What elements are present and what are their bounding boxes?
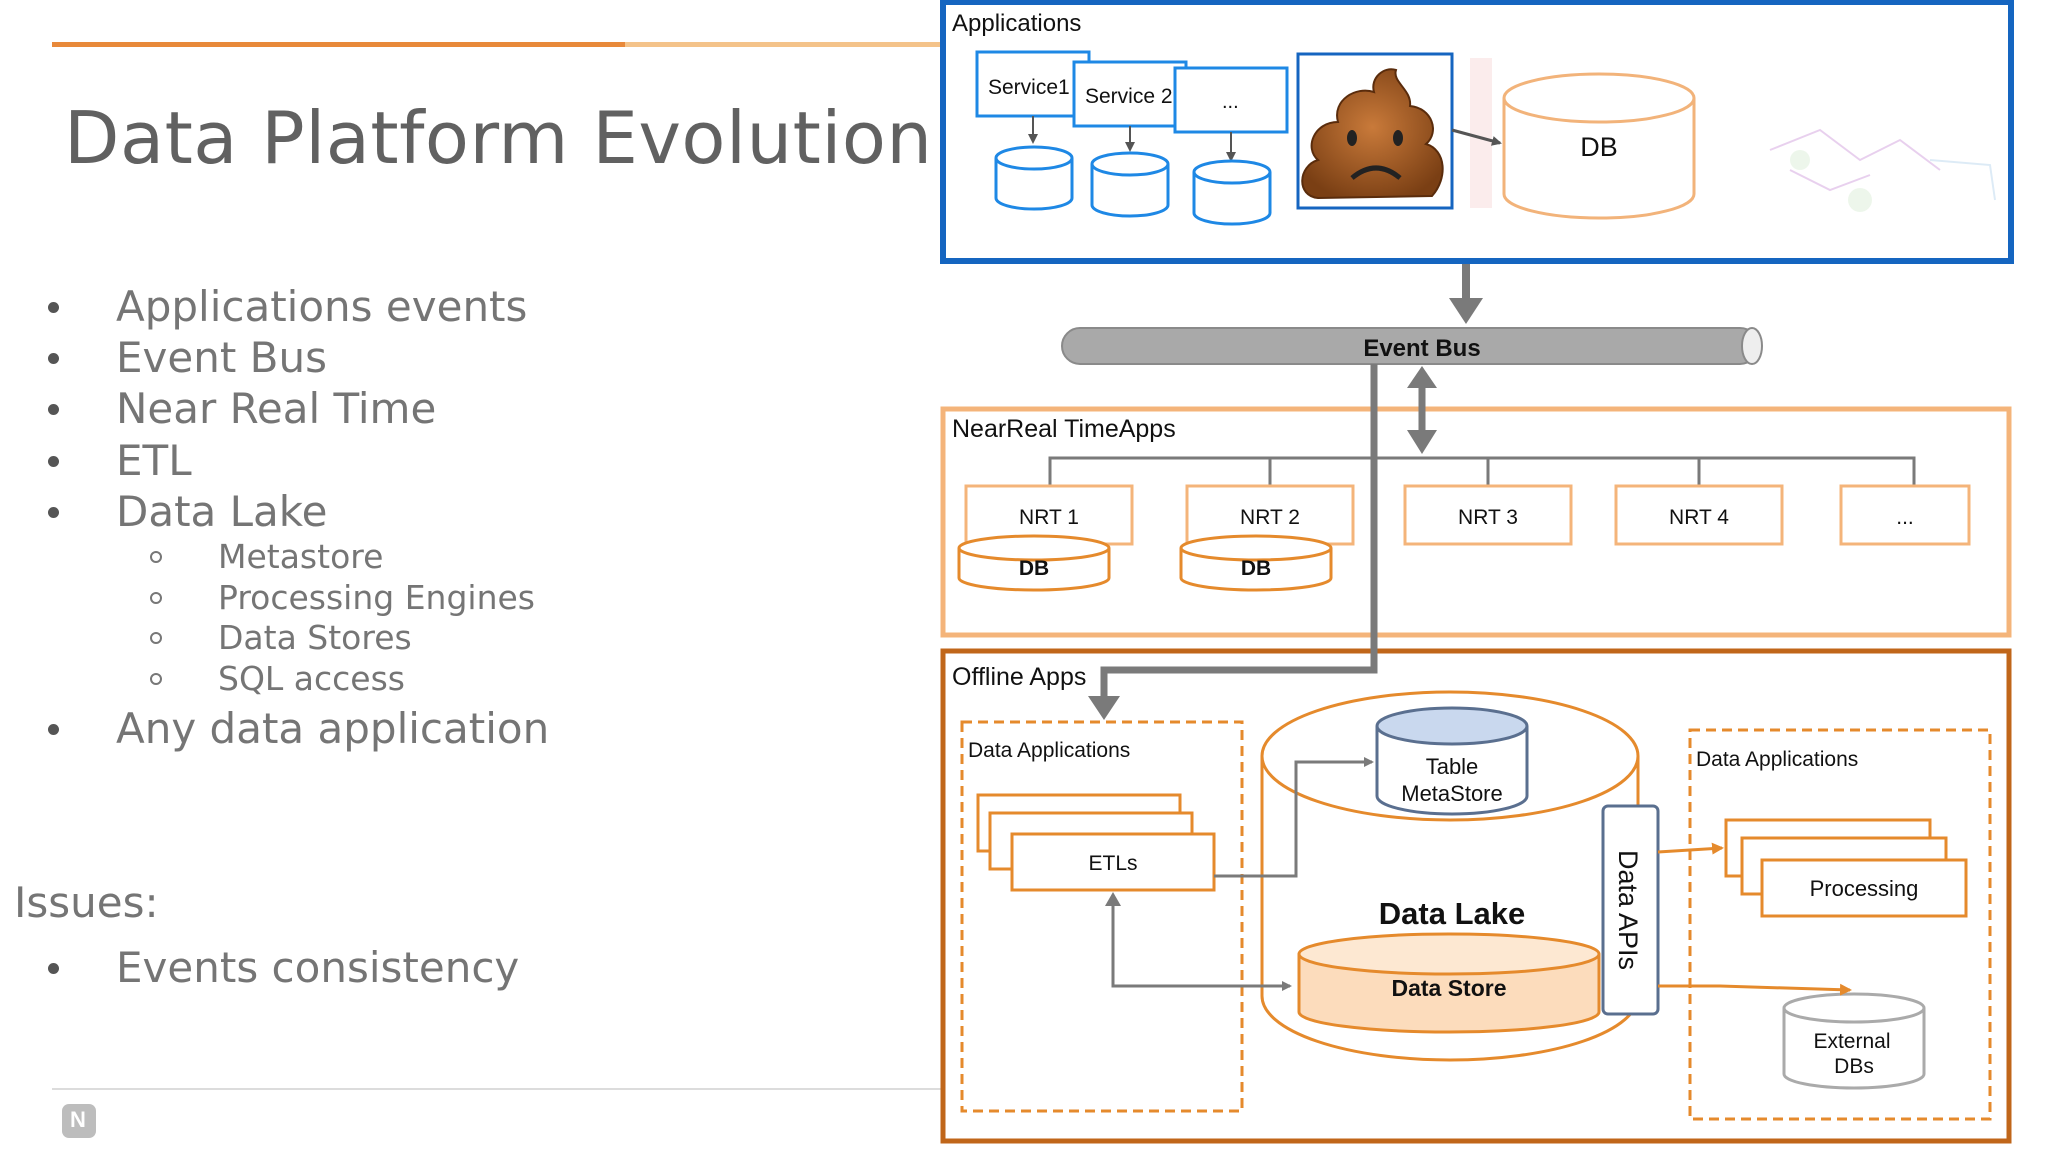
applications-box: [940, 0, 2014, 264]
data-apis-box: Data APIs: [1601, 804, 1660, 1016]
service-label: ...: [1222, 91, 1239, 113]
nrt-app-label: NRT 1: [1019, 506, 1079, 529]
event-bus-to-offline-line: [1100, 364, 1378, 700]
top-accent-line-orange: [52, 42, 625, 47]
right-data-applications-group: [1688, 728, 1992, 1121]
service-box: ...: [1173, 66, 1289, 134]
sub-bullet-item: Data Stores: [218, 618, 412, 657]
left-data-applications-group: [960, 720, 1244, 1113]
bullet-item: Data Lake: [116, 487, 328, 536]
arrow: [1451, 128, 1502, 146]
bullet-item: Near Real Time: [116, 384, 437, 433]
db-label: DB: [1580, 132, 1618, 162]
nrt-app-label: NRT 2: [1240, 506, 1300, 529]
bullet-dot: [48, 302, 59, 313]
service-db-cylinder: [1090, 151, 1170, 218]
issue-item: Events consistency: [116, 943, 520, 992]
service-label: Service 2: [1085, 85, 1173, 108]
bullet-dot: [48, 963, 59, 974]
nrt-app-box: ...: [1839, 484, 1971, 546]
nrt-app-box: NRT 2: [1185, 484, 1355, 546]
sub-bullet-ring: [150, 632, 162, 644]
db-label: DB: [1019, 557, 1049, 580]
bullet-dot: [48, 353, 59, 364]
nrt-db-cylinder: DB: [957, 534, 1111, 592]
service-db-cylinder: [1192, 159, 1272, 226]
nrt-app-box: NRT 1: [964, 484, 1134, 546]
apis-to-external-dbs-arrow: [1658, 983, 1852, 996]
apis-to-processing-arrow: [1657, 842, 1724, 855]
data-store-label: Data Store: [1391, 975, 1506, 1001]
nrt-app-label: NRT 3: [1458, 506, 1518, 529]
arrowhead: [1088, 696, 1120, 720]
bullet-dot: [48, 724, 59, 735]
service-box: Service1: [975, 50, 1091, 118]
right-group-label: Data Applications: [1696, 748, 1858, 771]
external-dbs-cylinder: External DBs: [1782, 992, 1926, 1090]
bullet-item: Any data application: [116, 704, 550, 753]
sub-bullet-ring: [150, 551, 162, 563]
etl-label: ETLs: [1088, 852, 1137, 875]
etl-to-data-store-arrow: [1111, 900, 1292, 991]
sub-bullet-ring: [150, 673, 162, 685]
service-box: Service 2: [1072, 60, 1188, 128]
nrt-db-cylinder: DB: [1179, 534, 1333, 592]
arrowhead: [1407, 366, 1437, 388]
metastore-label: MetaStore: [1401, 781, 1503, 806]
service-db-cylinder: [994, 145, 1074, 211]
data-lake-label: Data Lake: [1379, 896, 1525, 931]
data-apis-label: Data APIs: [1613, 850, 1643, 970]
logo-icon: N: [62, 1104, 96, 1138]
processing-box: Processing: [1760, 858, 1968, 918]
table-metastore-cylinder: Table MetaStore: [1375, 706, 1529, 816]
sub-bullet-item: Processing Engines: [218, 578, 535, 617]
db-label: DB: [1241, 557, 1271, 580]
nrt-app-box: NRT 4: [1614, 484, 1784, 546]
nrt-app-box: NRT 3: [1403, 484, 1573, 546]
metastore-label: Table: [1426, 754, 1479, 779]
processing-label: Processing: [1810, 876, 1919, 901]
data-store-cylinder: Data Store: [1297, 932, 1601, 1034]
bullet-item: ETL: [116, 436, 192, 485]
bullet-dot: [48, 456, 59, 467]
applications-label: Applications: [952, 10, 1081, 37]
etl-box: ETLs: [1010, 832, 1216, 892]
sad-poop-icon: [1296, 52, 1454, 210]
bullet-item: Applications events: [116, 282, 528, 331]
external-dbs-label: DBs: [1834, 1055, 1874, 1078]
applications-db-cylinder: DB: [1502, 72, 1696, 220]
sub-bullet-item: SQL access: [218, 659, 405, 698]
external-dbs-label: External: [1813, 1030, 1890, 1053]
sub-bullet-ring: [150, 592, 162, 604]
arrowhead: [1407, 430, 1437, 454]
footer-divider: [52, 1088, 952, 1090]
sub-bullet-item: Metastore: [218, 537, 384, 576]
service-label: Service1: [988, 76, 1070, 99]
offline-label: Offline Apps: [952, 663, 1086, 691]
etl-to-metastore-arrow: [1214, 757, 1374, 878]
nrt-label: NearReal TimeApps: [952, 415, 1176, 443]
slide-title: Data Platform Evolution: [64, 96, 933, 180]
bullet-item: Event Bus: [116, 333, 327, 382]
event-bus-label: Event Bus: [1363, 335, 1480, 362]
arrowhead: [1449, 298, 1483, 324]
nrt-connector-lines: [1048, 456, 1916, 486]
bullet-dot: [48, 507, 59, 518]
event-bus-pipe: Event Bus: [1061, 327, 1763, 365]
issues-heading: Issues:: [14, 878, 159, 927]
bullet-dot: [48, 404, 59, 415]
faded-background-graph: [1470, 58, 1996, 212]
left-group-label: Data Applications: [968, 739, 1130, 762]
nrt-app-label: NRT 4: [1669, 506, 1729, 529]
arrowhead: [1105, 892, 1121, 906]
nrt-app-label: ...: [1896, 506, 1914, 529]
